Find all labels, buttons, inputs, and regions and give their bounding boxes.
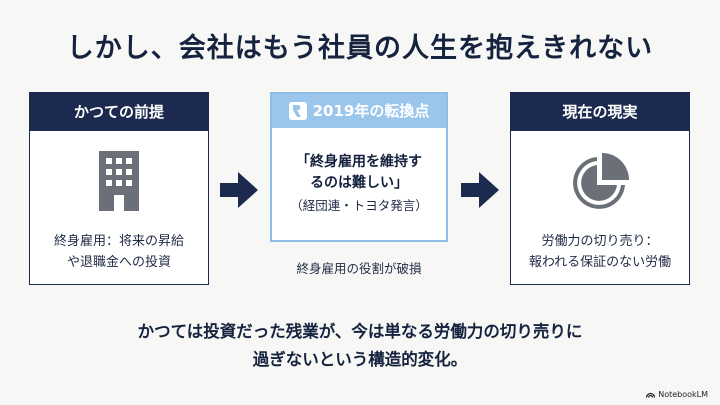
turning-point-caption: 終身雇用の役割が破損	[296, 261, 422, 276]
page-title: しかし、会社はもう社員の人生を抱えきれない	[66, 33, 654, 64]
turning-point-title: 2019年の転換点	[312, 102, 430, 120]
quote-text: 「終身雇用を維持す るのは難しい」	[272, 152, 446, 194]
summary-text: かつては投資だった残業が、今は単なる労働力の切り売りに 過ぎないという構造的変化…	[0, 318, 720, 374]
former-premise-text-line1: 終身雇用：将来の昇給	[53, 234, 184, 249]
notebooklm-logo-icon	[646, 392, 656, 398]
quote-line1: 「終身雇用を維持す	[296, 154, 422, 170]
pie-chart-icon	[573, 153, 629, 209]
former-premise-text-line2: や退職金への投資	[66, 255, 171, 270]
quote-line2: るのは難しい」	[310, 175, 408, 191]
summary-line2: 過ぎないという構造的変化。	[252, 350, 468, 369]
logo-text: NotebookLM	[658, 390, 708, 399]
summary-line1: かつては投資だった残業が、今は単なる労働力の切り売りに	[137, 322, 583, 341]
bookmark-badge-icon	[288, 102, 307, 120]
notebooklm-logo: NotebookLM	[646, 390, 708, 399]
turning-point-header: 2019年の転換点	[272, 94, 446, 128]
current-reality-text-line1: 労働力の切り売り：	[541, 234, 659, 249]
former-premise-card: かつての前提 終身雇用：将来の昇給 や退職金への投資	[29, 92, 209, 285]
turning-point-card: 2019年の転換点 「終身雇用を維持す るのは難しい」 （経団連・トヨタ発言）	[270, 92, 448, 242]
quote-source: （経団連・トヨタ発言）	[290, 198, 428, 213]
arrow-right-icon	[461, 172, 499, 208]
current-reality-text-line2: 報われる保証のない労働	[528, 255, 672, 270]
arrow-right-icon	[220, 172, 258, 208]
current-reality-card: 現在の現実 労働力の切り売り： 報われる保証のない労働	[510, 92, 690, 285]
current-reality-header: 現在の現実	[511, 93, 689, 131]
building-icon	[99, 151, 139, 211]
former-premise-header: かつての前提	[30, 93, 208, 131]
